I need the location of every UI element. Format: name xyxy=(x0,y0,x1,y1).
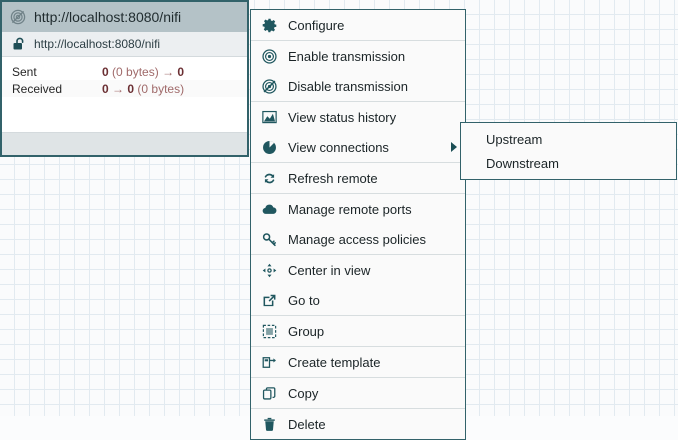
remote-process-group-node[interactable]: http://localhost:8080/nifi http://localh… xyxy=(0,0,249,157)
menu-item-label: View connections xyxy=(288,140,443,155)
menu-item-refresh-remote[interactable]: Refresh remote xyxy=(251,163,465,193)
sent-arrow: → xyxy=(162,65,174,79)
menu-item-label: Center in view xyxy=(288,263,457,278)
stat-label-sent: Sent xyxy=(12,65,102,79)
menu-group: Create template xyxy=(251,346,465,377)
node-footer xyxy=(2,132,247,155)
stat-row: Sent 0 (0 bytes) → 0 xyxy=(2,63,247,80)
menu-item-enable-transmission[interactable]: Enable transmission xyxy=(251,41,465,71)
menu-item-label: Go to xyxy=(288,293,457,308)
gear-icon xyxy=(261,17,278,34)
key-icon xyxy=(261,231,278,248)
disable-transmission-icon xyxy=(261,78,278,95)
menu-item-manage-access-policies[interactable]: Manage access policies xyxy=(251,224,465,254)
menu-item-label: Configure xyxy=(288,18,457,33)
menu-group: Delete xyxy=(251,408,465,439)
stat-value-received: 0 → 0 (0 bytes) xyxy=(102,82,184,96)
submenu-item-label: Upstream xyxy=(486,132,668,147)
menu-item-label: Refresh remote xyxy=(288,171,457,186)
submenu-item-upstream[interactable]: Upstream xyxy=(461,123,676,151)
node-title: http://localhost:8080/nifi xyxy=(34,9,181,25)
node-uri-text: http://localhost:8080/nifi xyxy=(34,37,160,51)
stat-value-sent: 0 (0 bytes) → 0 xyxy=(102,65,184,79)
menu-item-label: Copy xyxy=(288,386,457,401)
refresh-icon xyxy=(261,170,278,187)
sent-count-out: 0 xyxy=(177,65,184,79)
group-icon xyxy=(261,323,278,340)
trash-icon xyxy=(261,416,278,433)
menu-item-center-in-view[interactable]: Center in view xyxy=(251,255,465,285)
stat-row: Received 0 → 0 (0 bytes) xyxy=(2,80,247,97)
menu-item-disable-transmission[interactable]: Disable transmission xyxy=(251,71,465,101)
chart-icon xyxy=(261,109,278,126)
cloud-icon xyxy=(261,201,278,218)
menu-item-create-template[interactable]: Create template xyxy=(251,347,465,377)
node-header: http://localhost:8080/nifi xyxy=(2,2,247,32)
menu-item-label: Disable transmission xyxy=(288,79,457,94)
submenu-item-downstream[interactable]: Downstream xyxy=(461,151,676,179)
menu-item-group[interactable]: Group xyxy=(251,316,465,346)
menu-item-label: Create template xyxy=(288,355,457,370)
menu-group: Copy xyxy=(251,377,465,408)
menu-group: Configure xyxy=(251,10,465,40)
menu-group: Group xyxy=(251,315,465,346)
copy-icon xyxy=(261,385,278,402)
center-in-view-icon xyxy=(261,262,278,279)
menu-item-configure[interactable]: Configure xyxy=(251,10,465,40)
received-size: (0 bytes) xyxy=(137,82,184,96)
menu-group: Refresh remote xyxy=(251,162,465,193)
menu-item-label: View status history xyxy=(288,110,457,125)
sent-size: (0 bytes) xyxy=(112,65,159,79)
nifi-canvas[interactable]: http://localhost:8080/nifi http://localh… xyxy=(0,0,678,416)
stat-label-received: Received xyxy=(12,82,102,96)
connections-icon xyxy=(261,139,278,156)
external-link-icon xyxy=(261,292,278,309)
unlocked-icon xyxy=(12,37,26,51)
node-uri-row: http://localhost:8080/nifi xyxy=(2,32,247,57)
menu-item-manage-remote-ports[interactable]: Manage remote ports xyxy=(251,194,465,224)
menu-group: Center in view Go to xyxy=(251,254,465,315)
sent-count-in: 0 xyxy=(102,65,109,79)
chevron-right-icon xyxy=(451,142,457,152)
menu-item-label: Enable transmission xyxy=(288,49,457,64)
menu-item-label: Manage access policies xyxy=(288,232,457,247)
menu-item-label: Group xyxy=(288,324,457,339)
received-count-out: 0 xyxy=(127,82,134,96)
menu-item-label: Manage remote ports xyxy=(288,202,457,217)
create-template-icon xyxy=(261,354,278,371)
menu-item-delete[interactable]: Delete xyxy=(251,409,465,439)
menu-item-copy[interactable]: Copy xyxy=(251,378,465,408)
received-arrow: → xyxy=(112,82,124,96)
menu-item-label: Delete xyxy=(288,417,457,432)
enable-transmission-icon xyxy=(261,48,278,65)
node-stats: Sent 0 (0 bytes) → 0 Received 0 → 0 (0 b… xyxy=(2,57,247,132)
menu-item-view-connections[interactable]: View connections xyxy=(251,132,465,162)
received-count-in: 0 xyxy=(102,82,109,96)
menu-item-view-status-history[interactable]: View status history xyxy=(251,102,465,132)
submenu-item-label: Downstream xyxy=(486,156,668,171)
remote-process-group-icon xyxy=(10,9,26,25)
menu-item-go-to[interactable]: Go to xyxy=(251,285,465,315)
